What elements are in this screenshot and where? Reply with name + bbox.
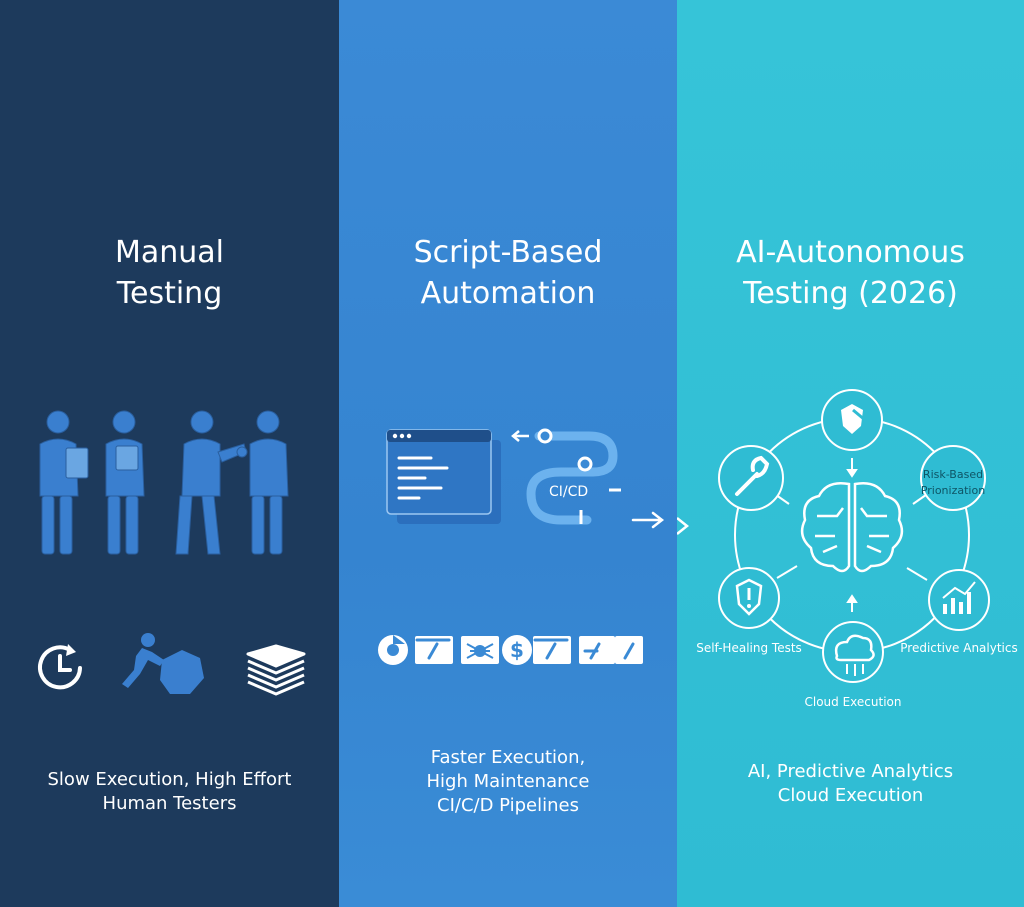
dollar-icon: $ — [502, 635, 532, 665]
document-stack-icon — [246, 644, 306, 696]
pipeline-icon: CI/CD — [511, 428, 665, 529]
predictive-analytics-node: Predictive Analytics — [900, 569, 1018, 655]
risk-label-line2: Prionization — [921, 484, 985, 497]
bar-chart-icon — [943, 592, 971, 614]
clock-icon — [38, 644, 82, 690]
caption-line: Slow Execution, High Effort — [47, 769, 292, 790]
title-line: Testing — [116, 276, 223, 311]
spider-icon — [466, 643, 494, 659]
brain-circuit-icon — [800, 482, 904, 573]
shield-wrench-icon — [841, 404, 863, 434]
risk-label-line1: Risk-Based — [923, 468, 983, 481]
risk-prioritization-node: Risk-Based Prionization — [920, 445, 986, 511]
self-healing-node: Self-Healing Tests — [696, 567, 802, 655]
caption-line: Cloud Execution — [777, 785, 924, 806]
self-healing-label: Self-Healing Tests — [696, 641, 802, 655]
script-automation-caption: Faster Execution, High Maintenance CI/C/… — [339, 746, 677, 818]
cloud-icon — [834, 634, 875, 662]
wrench-node — [718, 445, 784, 511]
script-automation-panel: Script-Based Automation CI/CD — [339, 0, 677, 907]
caption-line: CI/C/D Pipelines — [437, 795, 579, 816]
wrench-icon — [735, 455, 770, 496]
boulder-pushing-icon — [122, 633, 204, 694]
title-line: AI-Autonomous — [736, 235, 965, 270]
ai-capability-ring: Risk-Based Prionization Self-Healing Tes… — [677, 389, 1018, 709]
caption-line: Human Testers — [102, 793, 237, 814]
ai-autonomous-title: AI-Autonomous Testing (2026) — [677, 232, 1024, 314]
title-line: Automation — [420, 276, 596, 311]
shield-alert-icon — [735, 578, 763, 616]
cloud-execution-node: Cloud Execution — [805, 621, 902, 709]
code-window-icon — [386, 429, 501, 524]
predictive-label: Predictive Analytics — [900, 641, 1017, 655]
title-line: Script-Based — [413, 235, 603, 270]
top-node — [821, 389, 883, 451]
ai-autonomous-panel: AI-Autonomous Testing (2026) — [677, 0, 1024, 907]
ai-autonomous-caption: AI, Predictive Analytics Cloud Execution — [677, 760, 1024, 808]
caption-line: High Maintenance — [426, 771, 590, 792]
script-automation-title: Script-Based Automation — [339, 232, 677, 314]
caption-line: Faster Execution, — [430, 747, 586, 768]
manual-testing-title: Manual Testing — [0, 232, 339, 314]
people-collaborating-icon — [39, 410, 289, 555]
pipeline-label: CI/CD — [549, 484, 588, 500]
title-line: Manual — [114, 235, 224, 270]
caption-line: AI, Predictive Analytics — [747, 761, 954, 782]
manual-testing-panel: Manual Testing — [0, 0, 339, 907]
cloud-label: Cloud Execution — [805, 695, 902, 709]
tool-logo-row: $ — [378, 635, 643, 665]
browser-icon — [378, 635, 408, 665]
manual-testing-caption: Slow Execution, High Effort Human Tester… — [0, 768, 339, 816]
title-line: Testing (2026) — [743, 276, 958, 311]
svg-text:$: $ — [510, 638, 524, 662]
